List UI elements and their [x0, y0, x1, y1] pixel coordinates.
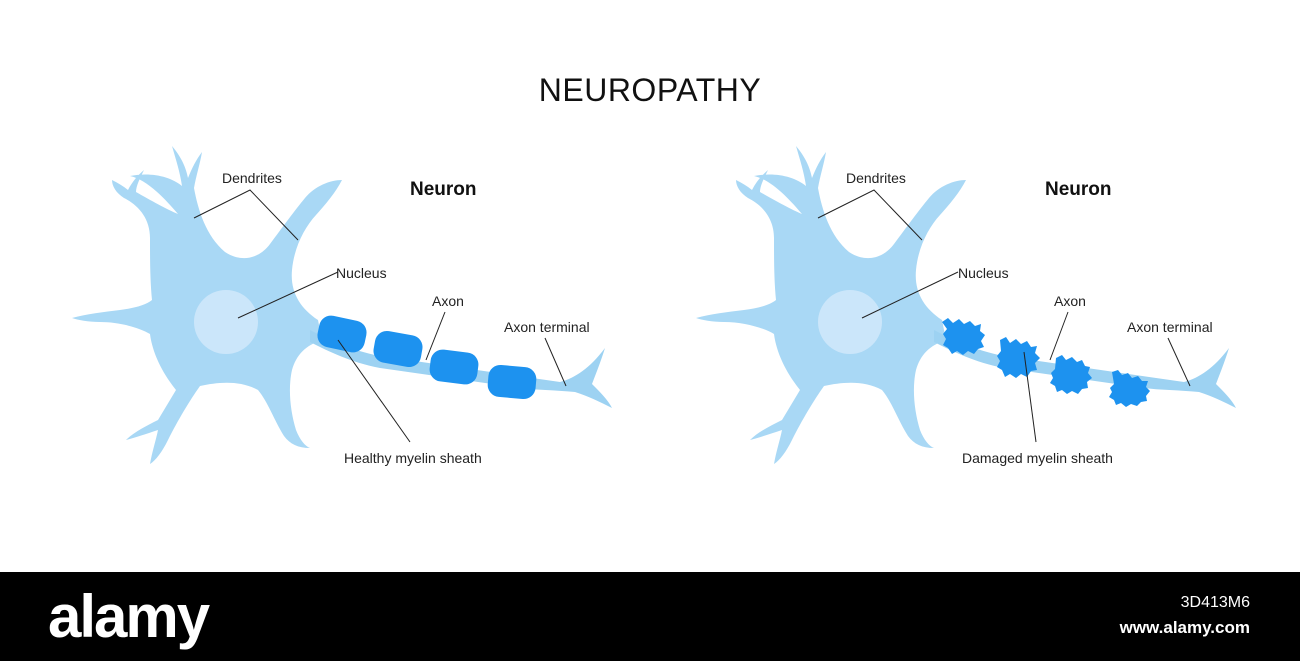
- myelin-segment: [317, 315, 367, 353]
- panel-damaged-neuron: Neuron Dendrites Nucleus Axon Axon termi…: [696, 146, 1236, 466]
- label-axon-terminal: Axon terminal: [1127, 319, 1213, 335]
- leader-nucleus: [861, 271, 959, 319]
- diagram-title: NEUROPATHY: [538, 72, 762, 108]
- leader-myelin: [1023, 351, 1037, 443]
- myelin-segment: [429, 349, 479, 385]
- label-dendrites: Dendrites: [846, 170, 906, 186]
- alamy-logo: alamy: [48, 583, 210, 650]
- leader-myelin: [337, 339, 411, 443]
- leader-nucleus: [237, 271, 339, 319]
- label-myelin: Damaged myelin sheath: [962, 450, 1113, 466]
- leader-axon-terminal: [544, 337, 567, 387]
- myelin-segment: [487, 364, 537, 400]
- leader-dendrites: [193, 189, 299, 241]
- leader-axon: [1049, 311, 1069, 361]
- leader-axon: [425, 311, 446, 361]
- damaged-myelin-segment: [1050, 355, 1092, 394]
- label-nucleus: Nucleus: [336, 265, 387, 281]
- image-id: 3D413M6: [1180, 594, 1250, 611]
- footer-url: www.alamy.com: [1119, 618, 1250, 637]
- neuron-diagram: Neuron Dendrites Nucleus Axon Axon termi…: [72, 146, 1236, 466]
- label-dendrites: Dendrites: [222, 170, 282, 186]
- damaged-myelin-segment: [942, 318, 985, 355]
- label-myelin: Healthy myelin sheath: [344, 450, 482, 466]
- label-axon: Axon: [432, 293, 464, 309]
- damaged-myelin-segment: [997, 337, 1040, 378]
- leader-axon-terminal: [1167, 337, 1191, 387]
- label-axon: Axon: [1054, 293, 1086, 309]
- label-nucleus: Nucleus: [958, 265, 1009, 281]
- damaged-myelin-segment: [1109, 370, 1150, 407]
- myelin-segment: [373, 330, 423, 368]
- panel-title: Neuron: [1045, 179, 1112, 200]
- leader-dendrites: [817, 189, 923, 241]
- footer-bar: alamy 3D413M6 www.alamy.com: [0, 572, 1300, 661]
- panel-healthy-neuron: Neuron Dendrites Nucleus Axon Axon termi…: [72, 146, 612, 466]
- panel-title: Neuron: [410, 179, 477, 200]
- label-axon-terminal: Axon terminal: [504, 319, 590, 335]
